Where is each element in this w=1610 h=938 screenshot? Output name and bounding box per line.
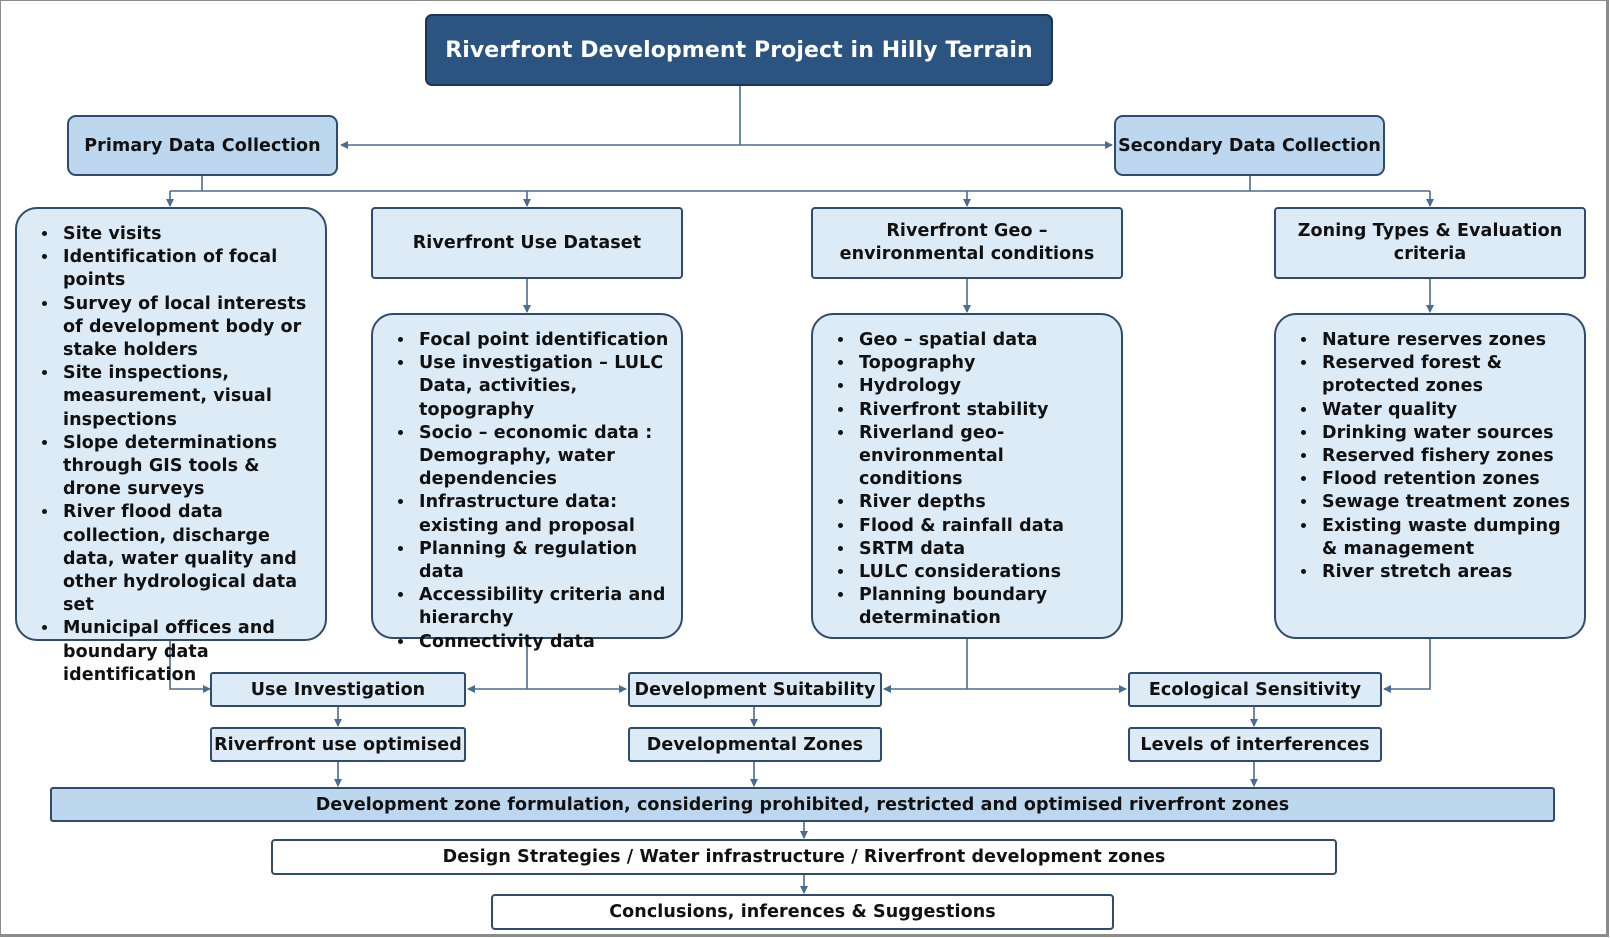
secondary-data-collection-box: Secondary Data Collection [1114, 115, 1385, 176]
list-item: River flood data collection, discharge d… [59, 501, 317, 617]
list-item: Nature reserves zones [1318, 329, 1576, 352]
development-zone-formulation-box: Development zone formulation, considerin… [50, 787, 1555, 822]
developmental-zones-box: Developmental Zones [628, 727, 882, 762]
list-item: River depths [855, 491, 1113, 514]
use-investigation-box: Use Investigation [210, 672, 466, 707]
list-item: Connectivity data [415, 631, 673, 654]
design-strategies-box: Design Strategies / Water infrastructure… [271, 839, 1337, 875]
primary-data-collection-box: Primary Data Collection [67, 115, 338, 176]
list-item: Accessibility criteria and hierarchy [415, 584, 673, 630]
list-item: Flood & rainfall data [855, 515, 1113, 538]
list-item: Reserved fishery zones [1318, 445, 1576, 468]
geo-items-box: Geo – spatial dataTopographyHydrologyRiv… [811, 313, 1123, 639]
list-item: Reserved forest & protected zones [1318, 352, 1576, 398]
list-item: Slope determinations through GIS tools &… [59, 432, 317, 502]
arrow-primary-to-use-investigation [169, 641, 211, 693]
list-item: Planning & regulation data [415, 538, 673, 584]
geo-items-list: Geo – spatial dataTopographyHydrologyRiv… [827, 329, 1113, 631]
riverfront-use-optimised-box: Riverfront use optimised [210, 727, 466, 762]
list-item: Infrastructure data: existing and propos… [415, 491, 673, 537]
list-item: Site inspections, measurement, visual in… [59, 362, 317, 432]
ecological-sensitivity-box: Ecological Sensitivity [1128, 672, 1382, 707]
list-item: LULC considerations [855, 561, 1113, 584]
list-item: River stretch areas [1318, 561, 1576, 584]
list-item: Hydrology [855, 375, 1113, 398]
arrow-zoning-to-ecological-sensitivity [1383, 639, 1431, 693]
list-item: Identification of focal points [59, 246, 317, 292]
list-item: Flood retention zones [1318, 468, 1576, 491]
geo-header: Riverfront Geo – environmental condition… [811, 207, 1123, 279]
primary-items-list: Site visitsIdentification of focal point… [31, 223, 317, 687]
list-item: Planning boundary determination [855, 584, 1113, 630]
use-dataset-header: Riverfront Use Dataset [371, 207, 683, 279]
list-item: Sewage treatment zones [1318, 491, 1576, 514]
conclusions-box: Conclusions, inferences & Suggestions [491, 894, 1114, 930]
list-item: Municipal offices and boundary data iden… [59, 617, 317, 687]
list-item: Topography [855, 352, 1113, 375]
list-item: Use investigation – LULC Data, activitie… [415, 352, 673, 422]
list-item: Riverland geo-environmental conditions [855, 422, 1113, 492]
title-box: Riverfront Development Project in Hilly … [425, 14, 1053, 86]
zoning-items-list: Nature reserves zonesReserved forest & p… [1290, 329, 1576, 584]
list-item: Focal point identification [415, 329, 673, 352]
levels-of-interferences-box: Levels of interferences [1128, 727, 1382, 762]
list-item: Survey of local interests of development… [59, 293, 317, 363]
list-item: Drinking water sources [1318, 422, 1576, 445]
development-suitability-box: Development Suitability [628, 672, 882, 707]
zoning-items-box: Nature reserves zonesReserved forest & p… [1274, 313, 1586, 639]
list-item: Geo – spatial data [855, 329, 1113, 352]
list-item: Existing waste dumping & management [1318, 515, 1576, 561]
zoning-header: Zoning Types & Evaluation criteria [1274, 207, 1586, 279]
list-item: Site visits [59, 223, 317, 246]
use-dataset-items-list: Focal point identificationUse investigat… [387, 329, 673, 654]
list-item: SRTM data [855, 538, 1113, 561]
list-item: Riverfront stability [855, 399, 1113, 422]
use-dataset-items-box: Focal point identificationUse investigat… [371, 313, 683, 652]
list-item: Water quality [1318, 399, 1576, 422]
list-item: Socio – economic data : Demography, wate… [415, 422, 673, 492]
primary-items-box: Site visitsIdentification of focal point… [15, 207, 327, 685]
